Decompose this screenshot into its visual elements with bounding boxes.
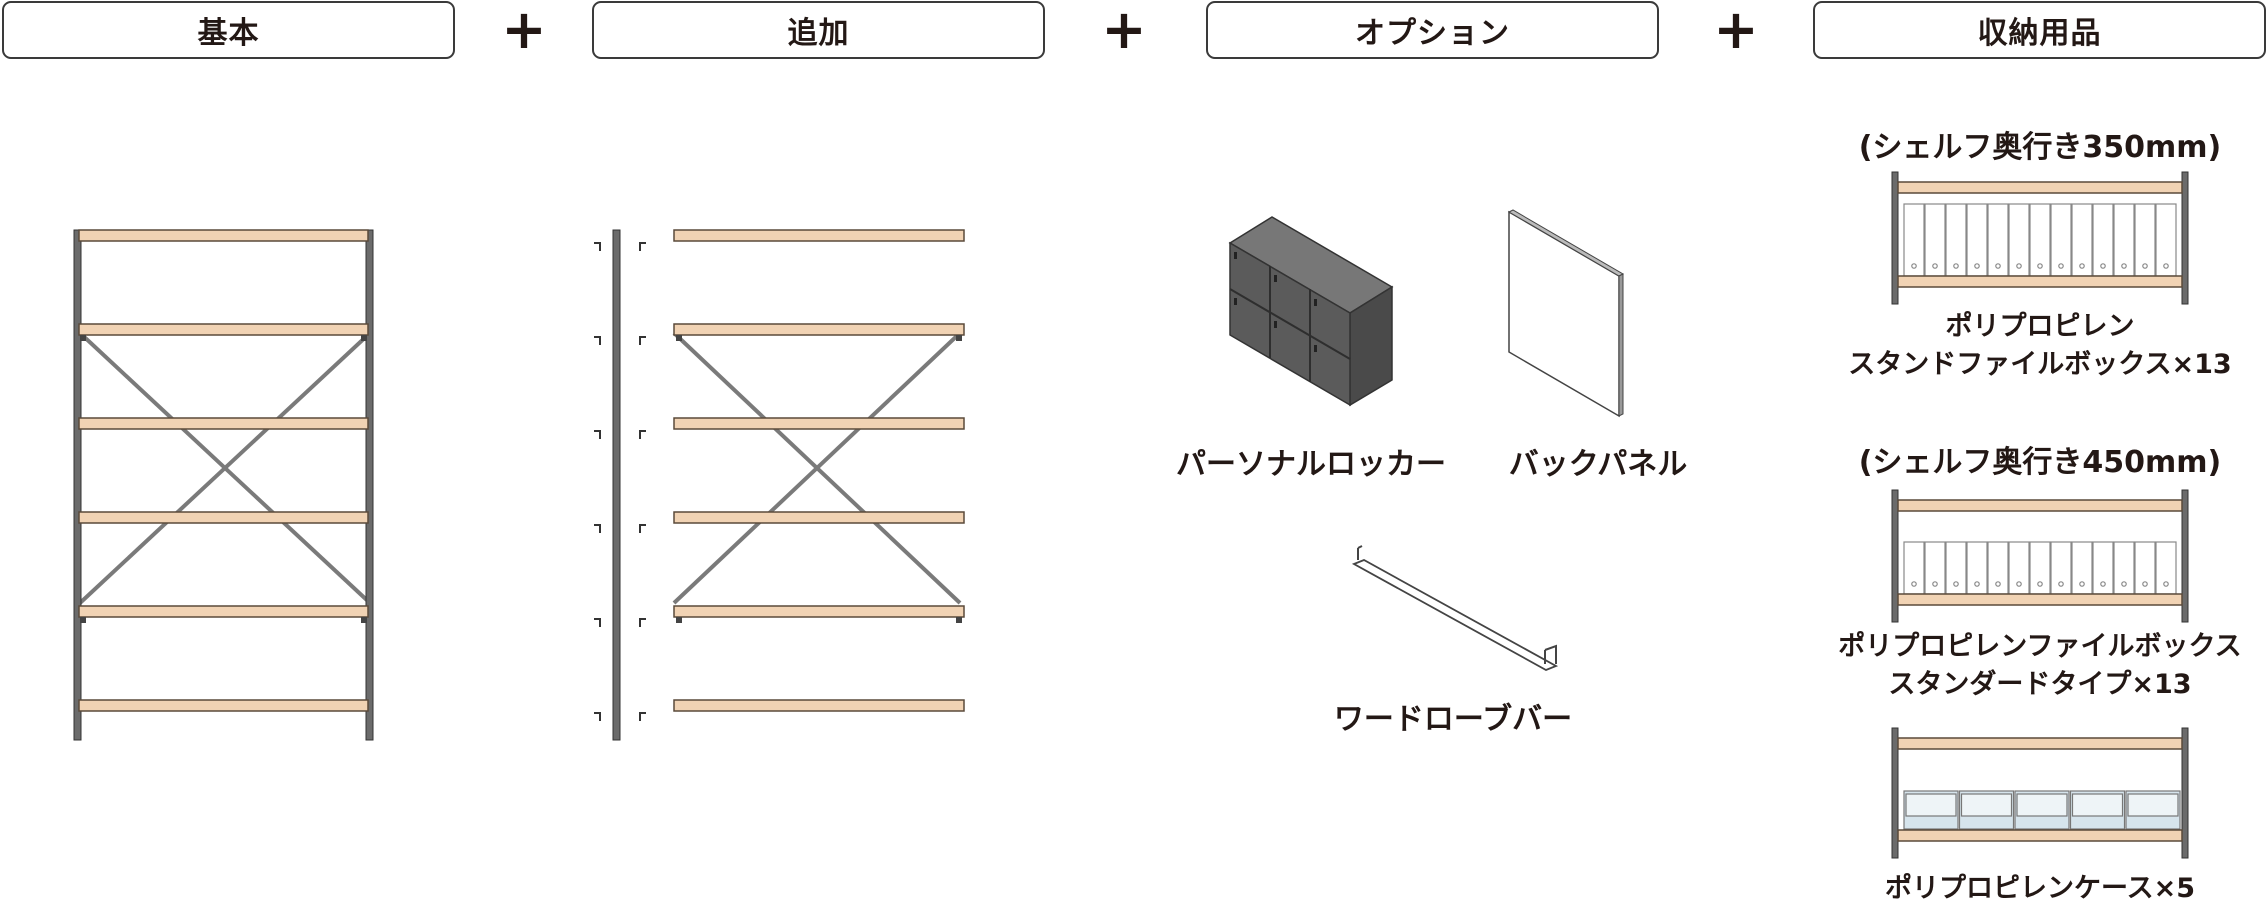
stand-file-box-hole [2079, 263, 2085, 269]
file-box-standard-hole [1953, 581, 1959, 587]
file-box-standard-hole [2058, 581, 2064, 587]
stand-file-box-hole [2163, 263, 2169, 269]
stand-file-box-shelf-illustration [1891, 171, 2189, 305]
file-box-standard-hole [1932, 581, 1938, 587]
stand-file-box-hole [1932, 263, 1938, 269]
file-box-standard-hole [1911, 581, 1917, 587]
file-box-standard-hole [2163, 581, 2169, 587]
polypropylene-case-label: ポリプロピレンケース×5 [1884, 873, 2196, 904]
additional-shelf-illustration [594, 229, 965, 741]
polypropylene-case-front [2127, 793, 2179, 817]
storage-heading-450: (シェルフ奥行き450mm) [1858, 445, 2222, 480]
plus-sign-2: + [1101, 0, 1147, 61]
plus-sign-1: + [501, 0, 547, 61]
stand-file-box-hole [2037, 263, 2043, 269]
stand-file-box-hole [1911, 263, 1917, 269]
header-options: オプション [1206, 1, 1659, 59]
basic-shelf-illustration [73, 229, 374, 741]
file-box-standard-hole [2142, 581, 2148, 587]
back-panel-label: バックパネル [1508, 447, 1688, 482]
stand-file-box-line1: ポリプロピレン [1945, 311, 2135, 342]
file-box-standard-hole [2100, 581, 2106, 587]
file-box-standard-line1: ポリプロピレンファイルボックス [1838, 631, 2242, 662]
file-box-standard-hole [2079, 581, 2085, 587]
personal-locker-illustration [1228, 216, 1394, 407]
stand-file-box-hole [2058, 263, 2064, 269]
polypropylene-case-front [1905, 793, 1957, 817]
polypropylene-case-front [2071, 793, 2124, 817]
polypropylene-case-shelf-illustration [1891, 727, 2189, 859]
back-panel-illustration [1507, 209, 1625, 418]
file-box-standard-hole [2037, 581, 2043, 587]
polypropylene-case-front [1960, 793, 2013, 817]
polypropylene-case-front [2016, 793, 2068, 817]
file-box-standard-hole [2016, 581, 2022, 587]
stand-file-box-hole [1974, 263, 1980, 269]
plus-sign-3: + [1713, 0, 1759, 61]
file-box-standard-shelf-illustration [1891, 489, 2189, 623]
header-storage: 収納用品 [1813, 1, 2266, 59]
stand-file-box-hole [2121, 263, 2127, 269]
stand-file-box-hole [1953, 263, 1959, 269]
file-box-standard-hole [1995, 581, 2001, 587]
stand-file-box-hole [2016, 263, 2022, 269]
file-box-standard-line2: スタンダードタイプ×13 [1888, 669, 2192, 700]
header-additional: 追加 [592, 1, 1045, 59]
wardrobe-bar-illustration [1351, 545, 1559, 671]
stand-file-box-hole [2142, 263, 2148, 269]
header-basic: 基本 [2, 1, 455, 59]
stand-file-box-hole [1995, 263, 2001, 269]
storage-heading-350: (シェルフ奥行き350mm) [1858, 130, 2222, 165]
wardrobe-bar-label: ワードローブバー [1333, 702, 1573, 737]
personal-locker-label: パーソナルロッカー [1176, 447, 1446, 482]
file-box-standard-hole [1974, 581, 1980, 587]
file-box-standard-hole [2121, 581, 2127, 587]
stand-file-box-hole [2100, 263, 2106, 269]
stand-file-box-line2: スタンドファイルボックス×13 [1848, 349, 2232, 380]
